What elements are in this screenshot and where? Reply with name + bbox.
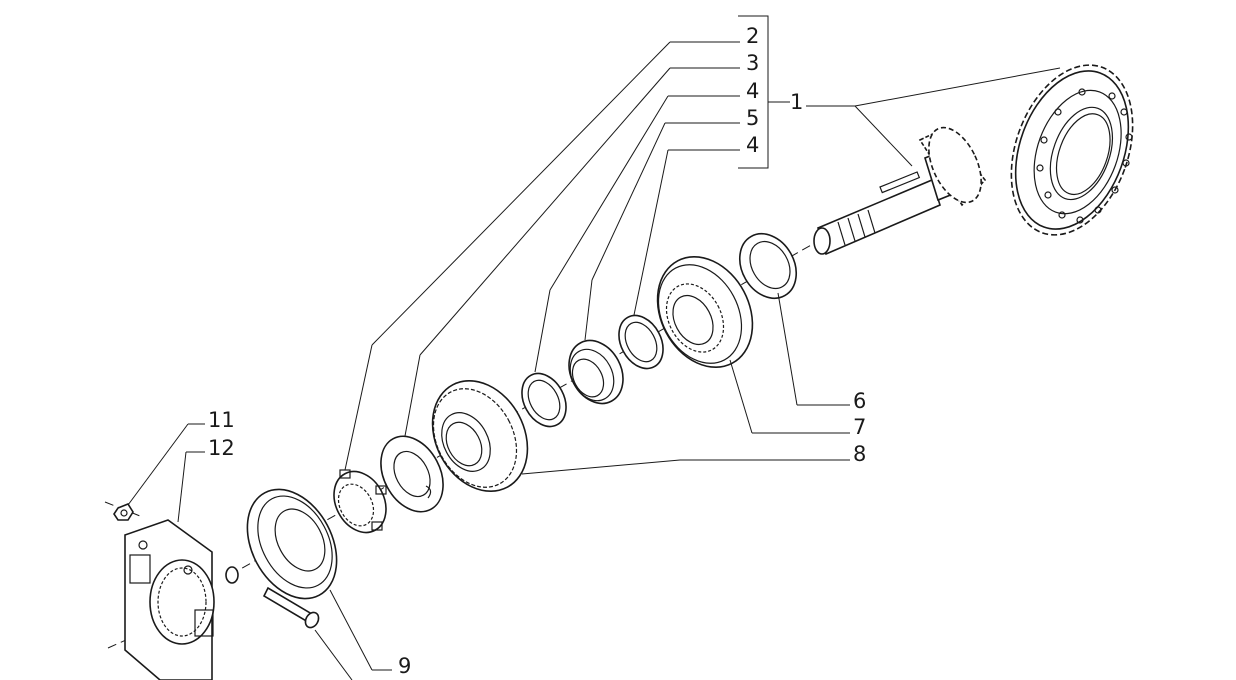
part-7-bearing [656,255,754,369]
callout-6: 6 [853,389,866,413]
callout-3: 3 [746,51,759,75]
pinion-shaft [813,126,987,256]
part-4-ring-lower [521,372,567,428]
leader-lines [127,15,1061,680]
part-4-ring-upper [618,314,664,370]
bolt [262,586,320,629]
part-5-spacer [568,339,624,405]
callout-11: 11 [208,408,235,432]
crown-wheel [1010,64,1134,236]
part-2-nut [333,469,387,534]
part-6-shim-ring [738,233,798,299]
callout-9: 9 [398,654,411,678]
callout-5: 5 [746,106,759,130]
callout-4a: 4 [746,79,759,103]
part-3-washer [380,435,444,513]
part-12-flange-yoke [124,519,239,680]
callout-8: 8 [853,442,866,466]
callout-labels: 2 3 4 5 4 1 6 7 8 9 11 12 [208,24,866,678]
part-9-seal [246,488,338,600]
callout-7: 7 [853,415,866,439]
callout-4b: 4 [746,133,759,157]
callout-1: 1 [790,90,803,114]
axis-bottom-stub [107,635,136,649]
part-8-bearing [431,379,529,493]
part-11-nut [113,503,134,521]
callout-2: 2 [746,24,759,48]
callout-12: 12 [208,436,235,460]
